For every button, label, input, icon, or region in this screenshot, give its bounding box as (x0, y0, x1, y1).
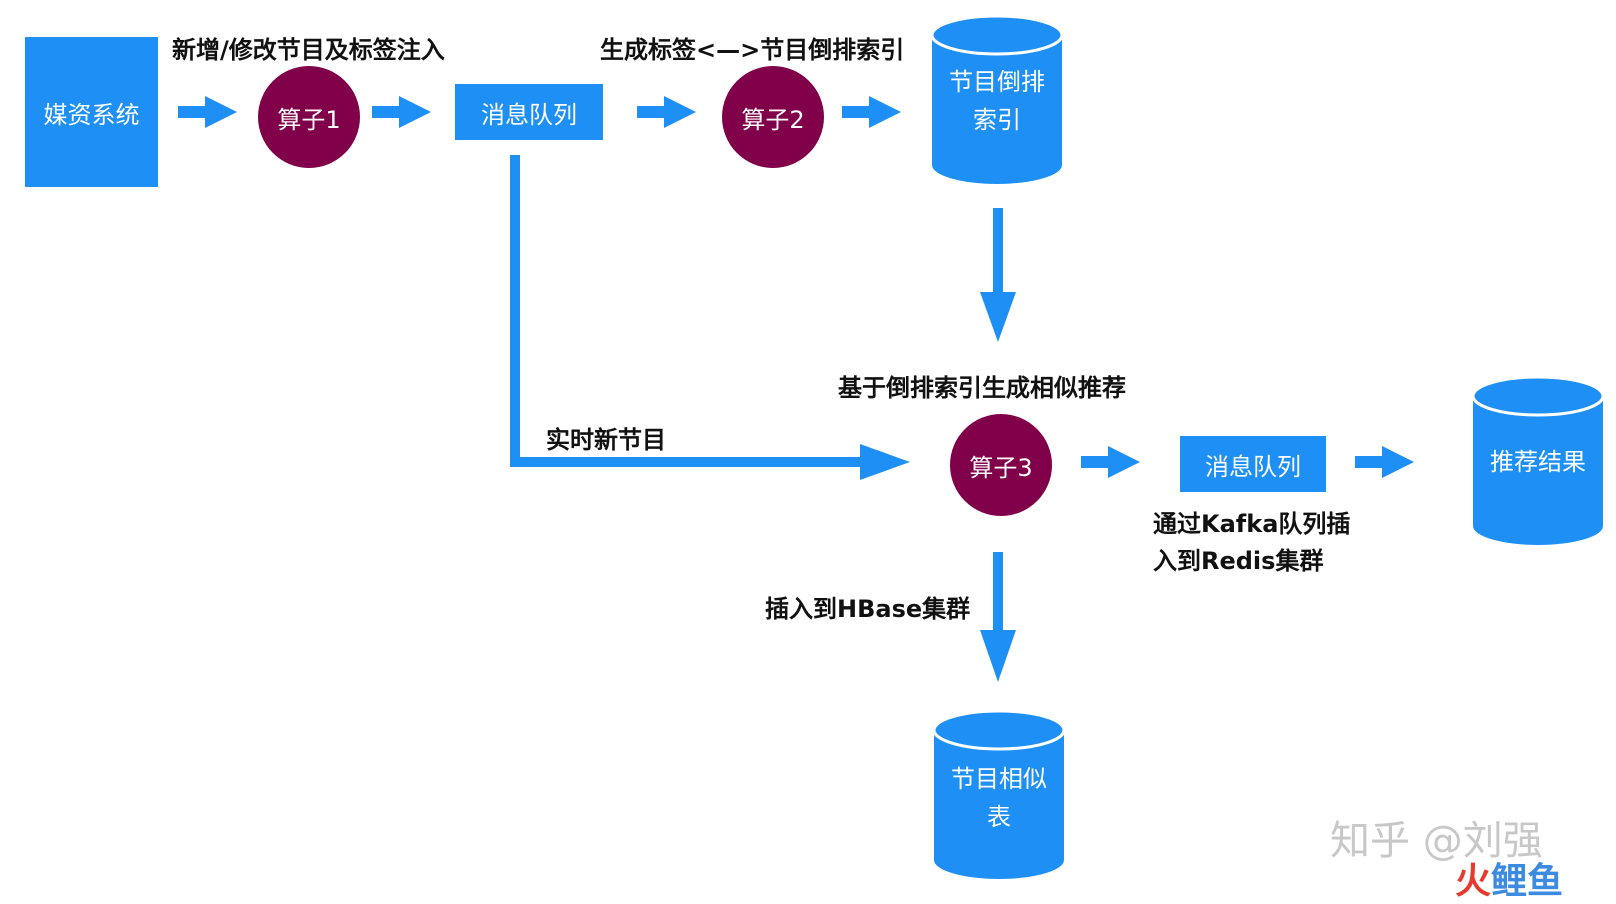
operator1-node: 算子1 (258, 66, 360, 168)
similar-table-line2: 表 (987, 803, 1011, 831)
label-realtime: 实时新节目 (546, 426, 666, 454)
label-kafka-redis-line1: 通过Kafka队列插 (1153, 510, 1351, 538)
recommend-result-text: 推荐结果 (1490, 448, 1586, 476)
recommend-result-cylinder (1471, 375, 1605, 545)
arrow-mq2-to-result (1355, 446, 1414, 478)
brand-watermark-part1: 火 (1455, 861, 1492, 902)
brand-watermark: 火鲤鱼 (1455, 852, 1563, 904)
inverted-index-cylinder (930, 14, 1064, 184)
label-kafka-redis: 通过Kafka队列插 入到Redis集群 (1153, 506, 1350, 580)
mq2-label: 消息队列 (1205, 452, 1301, 481)
arrow-mq1-to-op2 (637, 96, 696, 128)
arrow-index-to-op3 (980, 208, 1016, 342)
inverted-index-line1: 节目倒排 (949, 68, 1045, 96)
recommend-result-label: 推荐结果 (1473, 443, 1603, 481)
operator2-label: 算子2 (741, 105, 805, 134)
label-add-modify: 新增/修改节目及标签注入 (172, 36, 445, 64)
mq1-label: 消息队列 (481, 100, 577, 129)
label-kafka-redis-line2: 入到Redis集群 (1153, 547, 1324, 575)
similar-table-line1: 节目相似 (951, 765, 1047, 793)
operator3-node: 算子3 (950, 414, 1052, 516)
zhihu-watermark: 知乎 @刘强 (1330, 818, 1543, 864)
arrow-op1-to-mq1 (372, 96, 431, 128)
media-system-label: 媒资系统 (43, 100, 140, 129)
operator3-label: 算子3 (969, 453, 1033, 482)
mq2-box: 消息队列 (1180, 436, 1326, 492)
arrow-op3-to-mq2 (1081, 446, 1140, 478)
similar-table-label: 节目相似 表 (934, 760, 1064, 836)
operator1-label: 算子1 (277, 105, 341, 134)
label-hbase: 插入到HBase集群 (765, 595, 971, 623)
arrows (178, 96, 1414, 682)
arrow-op2-to-index (842, 96, 901, 128)
label-gen-index: 生成标签<—>节目倒排索引 (600, 36, 905, 64)
inverted-index-label: 节目倒排 索引 (932, 63, 1062, 139)
brand-watermark-part2: 鲤鱼 (1491, 861, 1564, 902)
arrow-media-to-op1 (178, 96, 237, 128)
similar-table-cylinder (932, 709, 1066, 879)
mq1-box: 消息队列 (455, 84, 603, 140)
operator2-node: 算子2 (722, 66, 824, 168)
inverted-index-line2: 索引 (973, 106, 1021, 134)
arrow-op3-to-similar (980, 552, 1016, 682)
media-system-box: 媒资系统 (25, 37, 158, 187)
label-similar-rec: 基于倒排索引生成相似推荐 (838, 374, 1126, 402)
